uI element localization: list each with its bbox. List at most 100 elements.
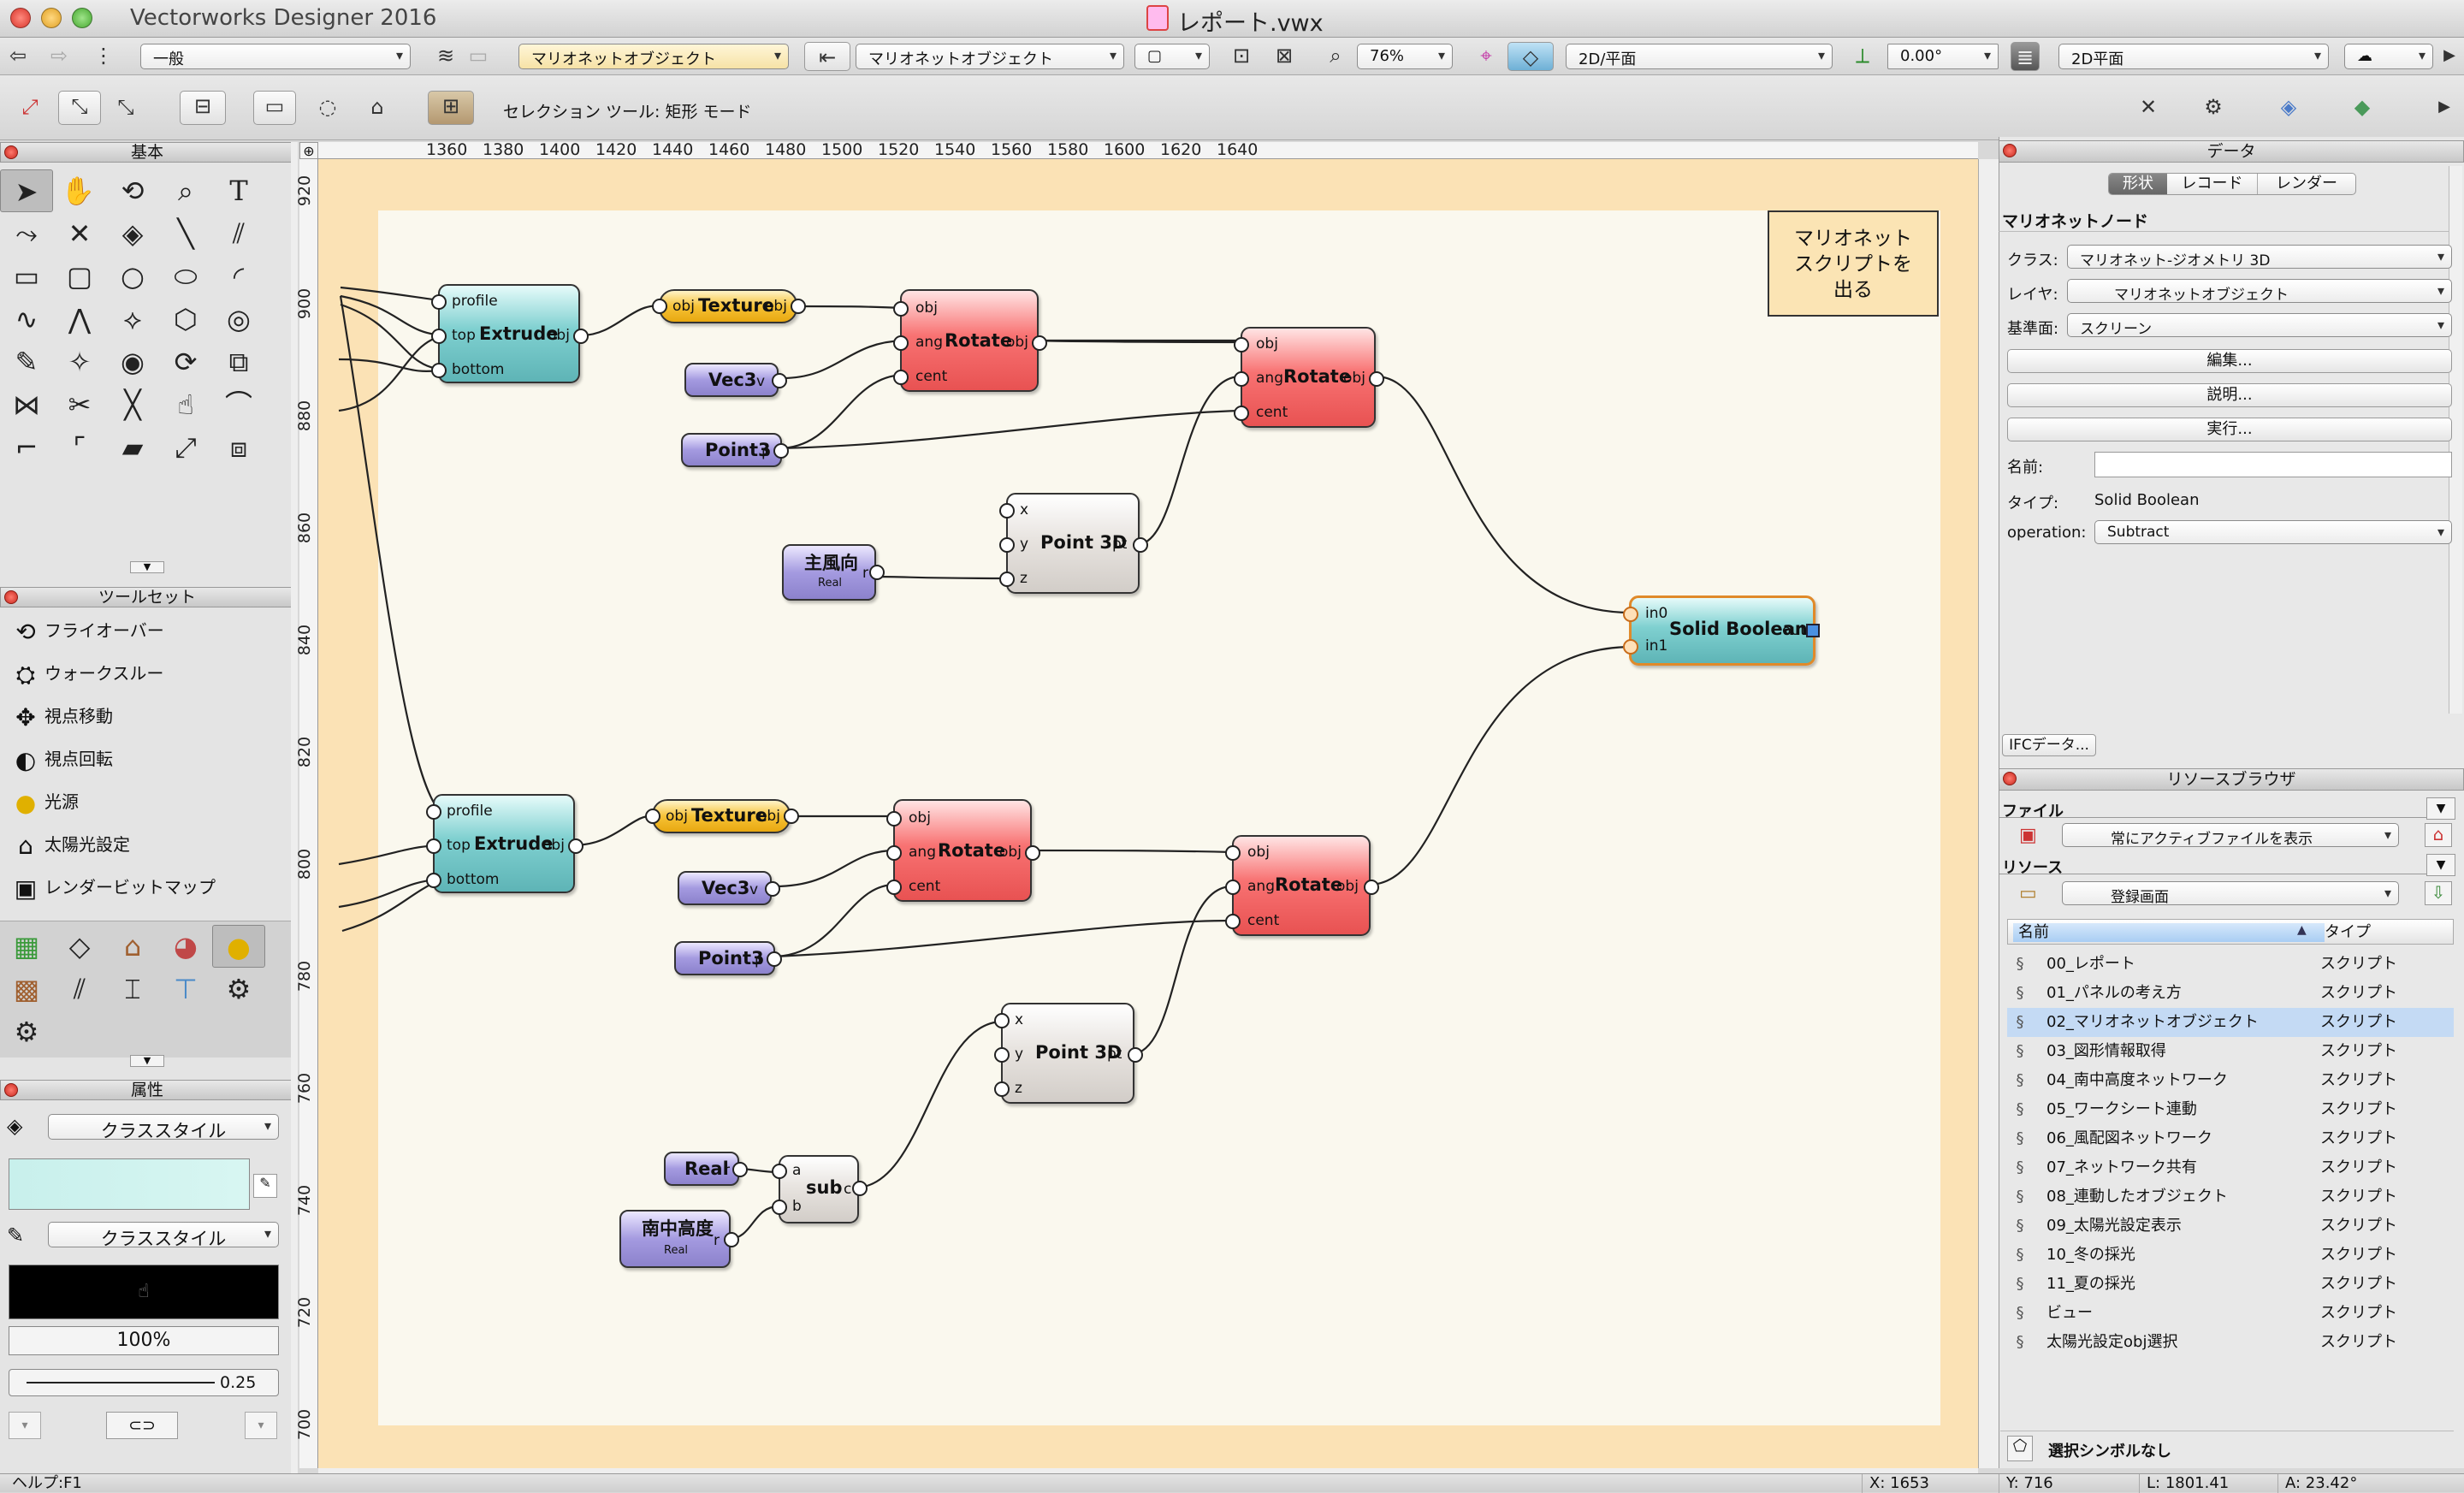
tab-shape[interactable]: 形状 (2109, 174, 2167, 194)
tool-walkthrough[interactable]: ⛭ウォークスルー (7, 652, 164, 695)
marionette-note[interactable]: マリオネット スクリプトを 出る (1768, 210, 1939, 317)
flyover-tool-icon[interactable]: ⟲ (121, 175, 145, 207)
rotate-tool-icon[interactable]: ⟳ (174, 346, 198, 378)
resource-row[interactable]: §11_夏の採光スクリプト (2007, 1270, 2454, 1299)
line-weight-slider[interactable] (27, 1382, 215, 1383)
texture-node-bottom[interactable]: obj Texture obj (645, 799, 799, 833)
plane-select[interactable]: スクリーン (2067, 313, 2452, 337)
rectangle-tool-icon[interactable]: ▭ (13, 260, 40, 293)
tool-sun-settings[interactable]: ⌂太陽光設定 (7, 823, 130, 866)
magic-wand-tool-icon[interactable]: ✧ (68, 346, 92, 378)
reshape-tool-icon[interactable]: ☝ (177, 388, 194, 421)
output-port[interactable] (1369, 371, 1384, 387)
output-port[interactable] (573, 329, 589, 344)
output-port[interactable] (773, 443, 789, 459)
resource-row[interactable]: §03_図形情報取得スクリプト (2007, 1037, 2454, 1066)
input-port[interactable] (1225, 914, 1241, 929)
input-port[interactable] (994, 1081, 1010, 1097)
view-dropdown[interactable]: 2D/平面 (1566, 44, 1833, 69)
close-palette-icon[interactable] (2003, 772, 2017, 785)
input-port[interactable] (431, 294, 447, 310)
palette-splitter[interactable] (291, 142, 298, 1473)
mep-tab-icon[interactable]: ⊤ (174, 973, 198, 1005)
output-port[interactable] (1128, 1047, 1143, 1063)
tab-render[interactable]: レンダー (2276, 175, 2337, 193)
furniture-tab-icon[interactable]: ▩ (13, 973, 40, 1005)
resource-row[interactable]: §05_ワークシート連動スクリプト (2007, 1095, 2454, 1124)
input-port[interactable] (1234, 337, 1249, 353)
angle-field[interactable]: 0.00° (1887, 44, 1999, 69)
plane-icon[interactable]: ⌖ (1480, 44, 1492, 68)
vec3-node-bottom[interactable]: Vec3 v (678, 871, 780, 905)
locus-tool-icon[interactable]: ✕ (68, 217, 92, 250)
lighting-dropdown[interactable]: ☁ (2344, 44, 2433, 69)
close-window-button[interactable] (10, 8, 31, 28)
input-port[interactable] (426, 804, 441, 820)
sub-node[interactable]: a sub c b (772, 1155, 868, 1223)
input-port[interactable] (1623, 607, 1638, 622)
visualization-tab-icon[interactable]: ● (212, 925, 265, 968)
stake-tool-icon[interactable]: ◈ (121, 217, 144, 250)
tool-light[interactable]: ●光源 (7, 780, 79, 823)
vec3-node-top[interactable]: Vec3 v (684, 363, 787, 397)
fillet-tool-icon[interactable]: ⌒ (224, 388, 252, 421)
eraser-tool-icon[interactable]: ▰ (121, 431, 144, 464)
arc-tool-icon[interactable]: ◜ (233, 260, 245, 293)
selection-preferences-icon[interactable]: ⊞ (428, 91, 474, 125)
machine-tab-icon[interactable]: ⚙ (226, 973, 252, 1005)
point3d-node-bottom[interactable]: x y Point 3D pt z (994, 1003, 1143, 1104)
column-name[interactable]: 名前 (2013, 923, 2325, 942)
regular-polygon-tool-icon[interactable]: ⬡ (174, 303, 198, 335)
output-port[interactable] (1032, 335, 1047, 351)
tool-rotate-view[interactable]: ◐視点回転 (7, 738, 113, 780)
resource-row[interactable]: §太陽光設定obj選択スクリプト (2007, 1328, 2454, 1357)
output-port[interactable] (772, 373, 787, 388)
close-palette-icon[interactable] (4, 1083, 18, 1097)
output-port[interactable] (568, 838, 583, 854)
back-arrow-icon[interactable]: ⇦ (9, 44, 27, 68)
site-design-tab-icon[interactable]: ▦ (13, 930, 40, 963)
resource-row[interactable]: §07_ネットワーク共有スクリプト (2007, 1153, 2454, 1182)
selection-tool-icon[interactable]: ➤ (0, 169, 53, 212)
text-tool-icon[interactable]: T (229, 175, 248, 207)
design-layer-icon[interactable]: ⇤ (804, 42, 850, 71)
layer2-dropdown[interactable]: マリオネットオブジェクト (856, 44, 1124, 69)
input-port[interactable] (886, 880, 902, 895)
input-port[interactable] (886, 845, 902, 861)
input-port[interactable] (431, 363, 447, 378)
input-port[interactable] (994, 1047, 1010, 1063)
gear-icon[interactable]: ⚙ (2204, 95, 2223, 119)
toolbar-overflow-icon[interactable]: ▶ (2443, 46, 2455, 64)
eyedropper-tool-icon[interactable]: ✎ (15, 346, 38, 378)
line-weight-field[interactable]: 0.25 (9, 1369, 279, 1396)
input-port[interactable] (1623, 639, 1638, 655)
output-port[interactable] (1025, 845, 1040, 861)
output-port[interactable] (784, 809, 799, 824)
oval-tool-icon[interactable]: ⬭ (174, 260, 198, 293)
input-port[interactable] (645, 809, 660, 824)
output-port[interactable] (724, 1232, 739, 1247)
forward-arrow-icon[interactable]: ⇨ (50, 44, 68, 68)
connect-tool-icon[interactable]: ⌜ (73, 431, 86, 464)
resource-row[interactable]: §08_連動したオブジェクトスクリプト (2007, 1182, 2454, 1212)
alignment-icon[interactable]: ⊟ (180, 91, 226, 125)
ifc-data-button[interactable]: IFCデータ... (2002, 734, 2096, 756)
arrowhead-start-dropdown[interactable]: ▾ (9, 1412, 41, 1439)
input-port[interactable] (893, 301, 909, 317)
fit-to-window-icon[interactable]: ⊡ (1232, 44, 1251, 68)
trim-tool-icon[interactable]: ╳ (124, 388, 141, 421)
input-port[interactable] (652, 299, 667, 314)
visibility-tool-icon[interactable]: ◉ (121, 346, 145, 378)
mirror-tool-icon[interactable]: ⋈ (13, 388, 40, 421)
resource-row[interactable]: §02_マリオネットオブジェクトスクリプト (2007, 1008, 2454, 1037)
input-port[interactable] (999, 572, 1015, 587)
resource-dropdown[interactable]: 登録画面 (2062, 881, 2399, 905)
output-port[interactable] (791, 299, 806, 314)
arrowhead-end-dropdown[interactable]: ▾ (245, 1412, 277, 1439)
texture-node-top[interactable]: obj Texture obj (652, 289, 806, 323)
tab-record[interactable]: レコード (2167, 174, 2258, 194)
close-palette-icon[interactable] (4, 590, 18, 604)
minimize-window-button[interactable] (41, 8, 62, 28)
rectangle-marquee-icon[interactable]: ▭ (253, 91, 296, 125)
input-port[interactable] (1234, 406, 1249, 421)
